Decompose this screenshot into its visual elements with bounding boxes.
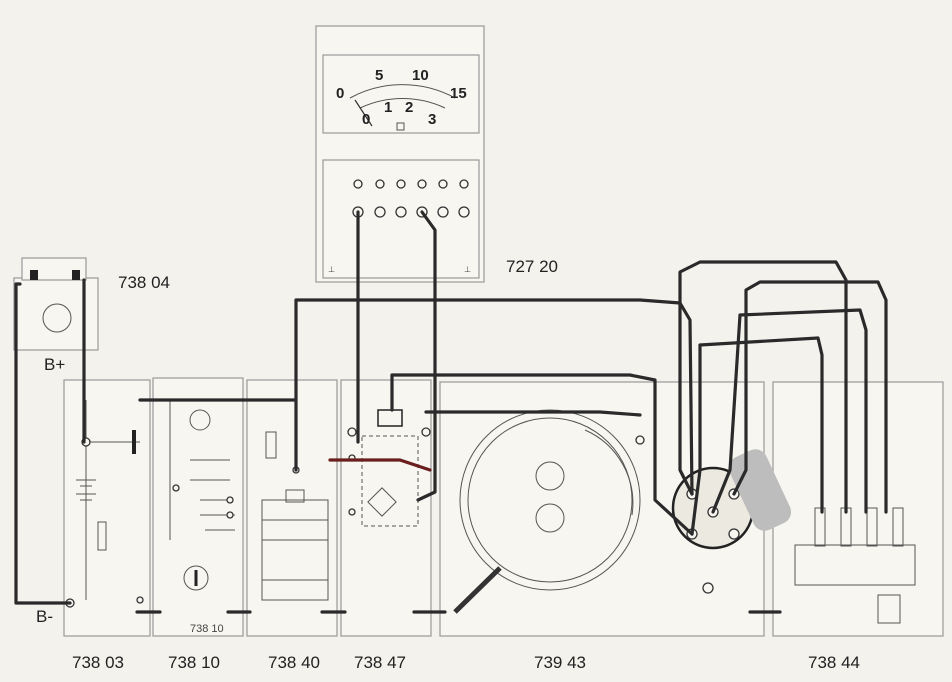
- wire-switch: [390, 373, 694, 536]
- distributor-disc: [459, 409, 641, 591]
- meter-upper-5: 5: [375, 67, 383, 84]
- meter-terminals-top: [353, 179, 469, 189]
- switch-module-icon: [377, 409, 403, 427]
- meter-upper-10: 10: [412, 67, 429, 84]
- meter-lower-1: 1: [384, 99, 392, 116]
- meter-ground-symbol-right: ⊥: [464, 265, 471, 274]
- panel-738-03: [63, 379, 151, 637]
- panel-738-44: [772, 381, 944, 637]
- panel-738-10-internals: [169, 399, 235, 591]
- meter-symbol-icon: [396, 122, 405, 131]
- wire-plug-3: [711, 308, 868, 514]
- spark-plug-3-icon: [866, 507, 878, 547]
- battery-terminal-minus: [30, 270, 38, 280]
- resistor-icon: [265, 431, 277, 459]
- key-switch-icon: [97, 521, 107, 551]
- label-panel-738-10-inner: 738 10: [190, 623, 224, 635]
- panel-738-03-internals: [65, 400, 144, 608]
- meter-lower-0: 0: [362, 111, 370, 128]
- meter-terminals-bottom[interactable]: [352, 206, 470, 218]
- adjust-lever-icon: [453, 566, 502, 614]
- spark-plug-4-icon: [892, 507, 904, 547]
- wires: [14, 210, 888, 614]
- meter-scale-arc-lower: [359, 98, 446, 109]
- meter-upper-15: 15: [450, 85, 467, 102]
- label-panel-738-10: 738 10: [168, 653, 220, 672]
- label-panel-738-40: 738 40: [268, 653, 320, 672]
- wire-top: [294, 298, 694, 496]
- label-panel-739-43: 739 43: [534, 653, 586, 672]
- meter-needle: [354, 99, 373, 127]
- wire-red: [328, 458, 432, 472]
- label-meter: 727 20: [506, 257, 558, 276]
- wire-plug-4: [690, 336, 824, 536]
- wire-plug-2: [732, 280, 888, 514]
- meter-ground-symbol: ⊥: [328, 265, 335, 274]
- battery-terminal-plus: [72, 270, 80, 280]
- panel-738-47-internals: [347, 409, 431, 527]
- relay-coil-icon: [189, 409, 211, 431]
- wire-plug-1: [678, 260, 848, 514]
- label-battery: 738 04: [118, 273, 170, 292]
- spark-plug-bar: [794, 544, 916, 586]
- label-panel-738-03: 738 03: [72, 653, 124, 672]
- wire-bminus: [14, 282, 72, 605]
- label-panel-738-47: 738 47: [354, 653, 406, 672]
- rotary-switch-icon: [183, 565, 209, 591]
- meter-lower-2: 2: [405, 99, 413, 116]
- meter-scale-arc: [349, 84, 456, 99]
- meter-face: [322, 54, 480, 134]
- panel-738-44-internals: [794, 507, 916, 624]
- meter-lower-3: 3: [428, 111, 436, 128]
- panel-739-43-internals: [453, 409, 714, 614]
- meter-upper-0: 0: [336, 85, 344, 102]
- panel-738-10: [152, 377, 244, 637]
- meter-unit: 0 5 10 15 0 1 2 3 ⊥ ⊥: [315, 25, 485, 283]
- panel-738-40: [246, 379, 338, 637]
- wire-power: [138, 398, 298, 472]
- wire-mid: [424, 410, 642, 417]
- label-b-minus: B-: [36, 607, 53, 626]
- wire-meter-2: [416, 210, 437, 502]
- label-panel-738-44: 738 44: [808, 653, 860, 672]
- label-b-plus: B+: [44, 355, 65, 374]
- spark-plug-1-icon: [814, 507, 826, 547]
- rectifier-icon: [367, 487, 397, 517]
- meter-terminal-board: [322, 159, 480, 279]
- ignition-coil-icon: [261, 499, 329, 601]
- battery-cell-icon: [42, 303, 72, 333]
